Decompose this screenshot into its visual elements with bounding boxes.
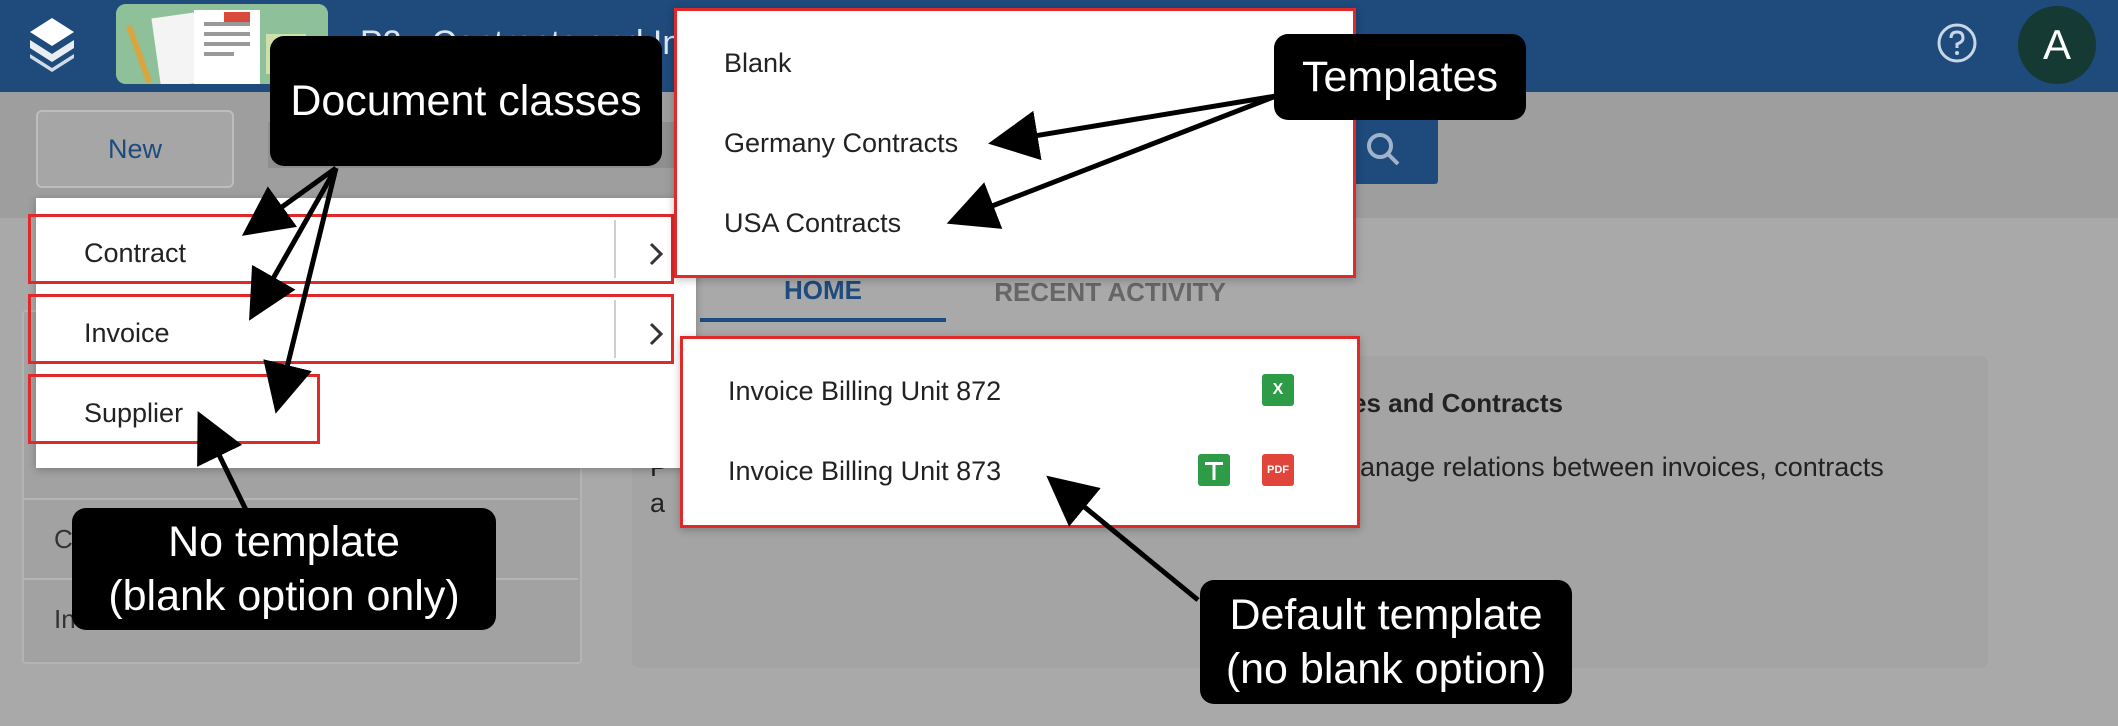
template-usa-contracts[interactable]: USA Contracts: [724, 208, 902, 238]
highlight-invoice: [28, 294, 674, 364]
callout-templates: Templates: [1274, 34, 1526, 120]
app-logo-icon[interactable]: [30, 18, 74, 72]
callout-default-template: Default template (no blank option): [1200, 580, 1572, 704]
highlight-templates: [674, 8, 1356, 278]
highlight-contract: [28, 214, 674, 284]
new-document-menu: [36, 198, 696, 468]
template-invoice-873[interactable]: Invoice Billing Unit 873: [728, 456, 1002, 486]
chevron-right-icon[interactable]: [642, 240, 670, 268]
callout-document-classes: Document classes: [270, 36, 662, 166]
invoice-templates-submenu: [680, 336, 1360, 528]
help-icon[interactable]: [1936, 22, 1978, 64]
template-germany-contracts[interactable]: Germany Contracts: [724, 128, 959, 158]
card-text: anage relations between invoices, contra…: [1360, 452, 1884, 482]
menu-item-contract[interactable]: Contract: [84, 238, 187, 268]
callout-no-template-line2: (blank option only): [108, 572, 460, 620]
callout-no-template: No template (blank option only): [72, 508, 496, 630]
callout-no-template-line1: No template: [168, 518, 400, 566]
template-blank[interactable]: Blank: [724, 48, 792, 78]
menu-item-invoice[interactable]: Invoice: [84, 318, 170, 348]
chevron-right-icon[interactable]: [642, 320, 670, 348]
new-button[interactable]: New: [36, 110, 234, 188]
menu-item-supplier[interactable]: Supplier: [84, 398, 184, 428]
callout-default-template-line2: (no blank option): [1225, 645, 1547, 693]
card-text-prefix-2: a: [650, 488, 666, 518]
highlight-invoice-templates: [680, 336, 1360, 528]
search-icon: [1367, 133, 1400, 166]
callout-default-template-line1: Default template: [1229, 591, 1543, 639]
list-item[interactable]: C: [22, 498, 578, 578]
tab-recent-activity[interactable]: RECENT ACTIVITY: [994, 276, 1226, 307]
template-invoice-872[interactable]: Invoice Billing Unit 872: [728, 376, 1002, 406]
excel-icon: X: [1262, 374, 1294, 406]
spreadsheet-icon: [1198, 454, 1230, 486]
tab-home[interactable]: HOME: [700, 262, 946, 322]
highlight-supplier: [28, 374, 320, 444]
user-avatar[interactable]: A: [2018, 6, 2096, 84]
pdf-icon: PDF: [1262, 454, 1294, 486]
